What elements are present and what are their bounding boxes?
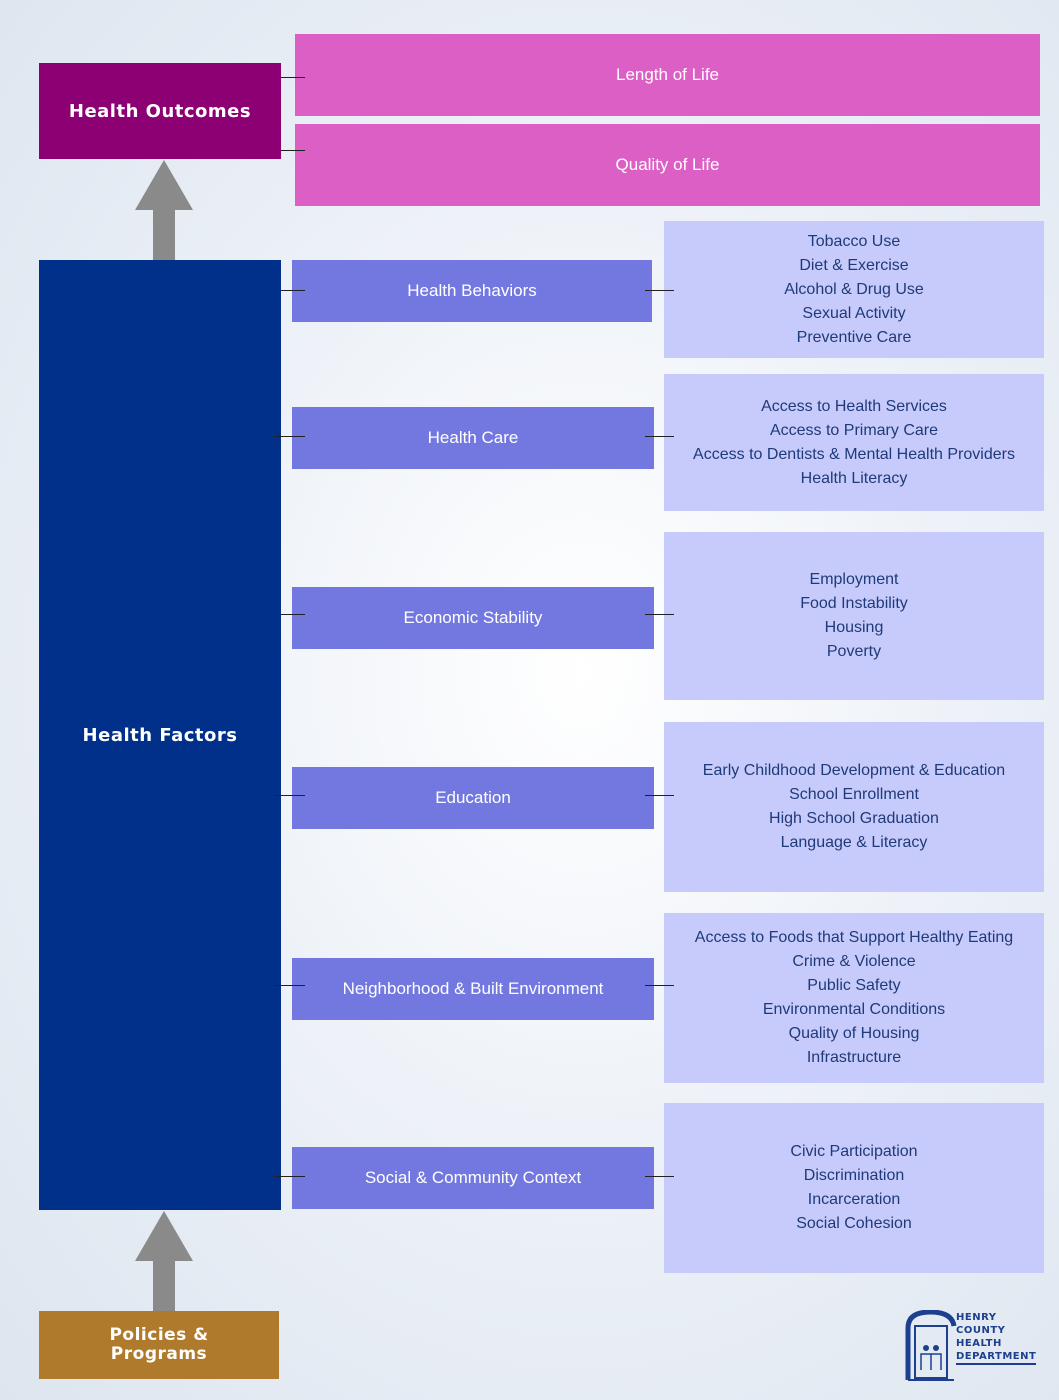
arrow-up-icon	[135, 1211, 193, 1311]
factor-education: Education	[292, 767, 654, 829]
detail-item: Public Safety	[807, 977, 901, 994]
logo-wordmark: HENRY COUNTY HEALTH DEPARTMENT	[956, 1311, 1037, 1365]
connector-line	[645, 290, 674, 291]
outcome-label: Length of Life	[615, 65, 720, 84]
factor-health-behaviors: Health Behaviors	[292, 260, 652, 322]
detail-item: Food Instability	[800, 595, 908, 612]
connector-line	[274, 985, 305, 986]
details-social-community-context: Civic Participation Discrimination Incar…	[664, 1103, 1044, 1273]
factor-label: Health Behaviors	[407, 281, 537, 300]
detail-item: Diet & Exercise	[799, 256, 909, 274]
detail-item: Health Literacy	[800, 469, 908, 487]
connector-line	[645, 985, 674, 986]
detail-item: Preventive Care	[796, 328, 912, 346]
detail-item: Quality of Housing	[788, 1025, 920, 1042]
logo-line: HENRY	[956, 1312, 997, 1323]
logo-line: COUNTY	[956, 1325, 1006, 1336]
connector-line	[281, 77, 305, 78]
detail-item: Alcohol & Drug Use	[784, 280, 924, 298]
arrow-up-icon	[135, 160, 193, 260]
detail-item: Discrimination	[803, 1167, 905, 1184]
detail-item: Crime & Violence	[792, 953, 916, 970]
detail-item: Social Cohesion	[796, 1215, 912, 1232]
connector-line	[645, 436, 674, 437]
factor-social-community-context: Social & Community Context	[292, 1147, 654, 1209]
details-economic-stability: Employment Food Instability Housing Pove…	[664, 532, 1044, 700]
detail-item: Language & Literacy	[780, 834, 928, 851]
outcome-label: Quality of Life	[615, 155, 720, 174]
detail-item: Housing	[824, 619, 884, 636]
policies-programs-box: Policies & Programs	[39, 1311, 279, 1379]
detail-item: Access to Primary Care	[769, 421, 939, 439]
connector-line	[274, 1176, 305, 1177]
detail-item: Employment	[809, 571, 899, 588]
factor-label: Social & Community Context	[364, 1168, 582, 1187]
connector-line	[274, 436, 305, 437]
factor-economic-stability: Economic Stability	[292, 587, 654, 649]
details-education: Early Childhood Development & Education …	[664, 722, 1044, 892]
policies-programs-label: Policies & Programs	[109, 1325, 209, 1364]
outcome-length-of-life: Length of Life	[295, 34, 1040, 116]
connector-line	[645, 614, 674, 615]
detail-item: Environmental Conditions	[762, 1001, 946, 1018]
health-outcomes-box: Health Outcomes	[39, 63, 281, 159]
detail-item: School Enrollment	[789, 786, 919, 803]
details-neighborhood-built-environment: Access to Foods that Support Healthy Eat…	[664, 913, 1044, 1083]
factor-neighborhood-built-environment: Neighborhood & Built Environment	[292, 958, 654, 1020]
detail-item: Access to Health Services	[761, 397, 947, 415]
details-health-behaviors: Tobacco Use Diet & Exercise Alcohol & Dr…	[664, 221, 1044, 358]
connector-line	[281, 290, 305, 291]
connector-line	[274, 795, 305, 796]
factor-label: Education	[435, 788, 511, 807]
logo-line: HEALTH	[956, 1338, 1002, 1349]
logo-line: DEPARTMENT	[956, 1350, 1037, 1365]
factor-label: Neighborhood & Built Environment	[342, 979, 604, 998]
details-health-care: Access to Health Services Access to Prim…	[664, 374, 1044, 511]
detail-item: Civic Participation	[790, 1143, 918, 1160]
factor-health-care: Health Care	[292, 407, 654, 469]
detail-item: Infrastructure	[806, 1049, 902, 1066]
connector-line	[281, 614, 305, 615]
health-factors-box: Health Factors	[39, 260, 281, 1210]
factor-label: Economic Stability	[403, 608, 543, 627]
detail-item: High School Graduation	[769, 810, 939, 827]
factor-label: Health Care	[427, 428, 519, 447]
detail-item: Poverty	[826, 643, 882, 660]
detail-item: Tobacco Use	[807, 232, 901, 250]
detail-item: Sexual Activity	[802, 304, 906, 322]
outcome-quality-of-life: Quality of Life	[295, 124, 1040, 206]
health-factors-label: Health Factors	[82, 724, 238, 746]
connector-line	[645, 1176, 674, 1177]
henry-county-health-department-logo	[905, 1310, 957, 1381]
health-outcomes-label: Health Outcomes	[68, 100, 252, 122]
connector-line	[281, 150, 305, 151]
detail-item: Access to Foods that Support Healthy Eat…	[694, 929, 1014, 946]
detail-item: Incarceration	[807, 1191, 901, 1208]
detail-item: Early Childhood Development & Education	[702, 762, 1006, 779]
detail-item: Access to Dentists & Mental Health Provi…	[693, 445, 1015, 463]
connector-line	[645, 795, 674, 796]
